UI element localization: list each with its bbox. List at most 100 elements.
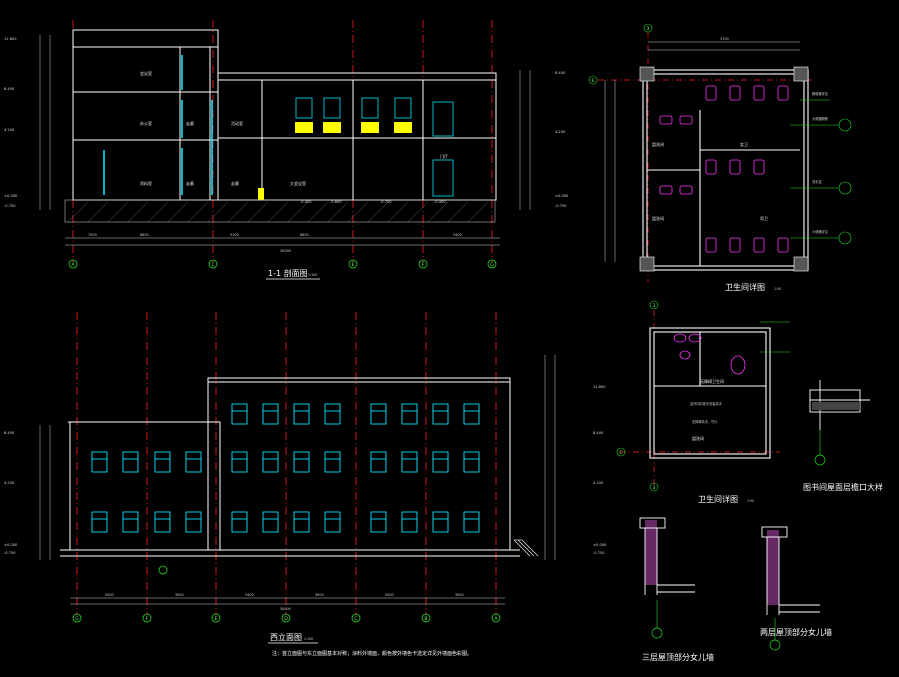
section-dim: 6600 [140,233,149,237]
section-elevation: ±0.000 [555,194,569,198]
elevation-level: 8.400 [593,431,604,435]
elevation-level: 4.200 [593,481,604,485]
section-elevation: 8.400 [4,87,15,91]
toilet1-dim: 3700 [720,37,729,41]
window [122,511,139,533]
parapet3-wall-fill [645,520,657,585]
section-room-label: 活动室 [231,120,243,126]
elevation-dim: 5400 [385,593,394,597]
parapet2-lines [761,526,820,615]
window [154,451,171,473]
sanitary-fixture [753,159,765,175]
toilet1-scale: 1:50 [774,287,781,291]
window [370,511,387,533]
elevation-level: -0.750 [4,551,16,555]
section-yellow-panels [258,122,412,200]
window [432,403,449,425]
section-axis-label: C [211,262,214,268]
sanitary-fixture [659,185,673,195]
sanitary-fixture [753,237,765,253]
toilet2-label: 无障碍扶手，竹片 [692,419,718,424]
section-room-label: 办公室 [140,120,152,126]
section-ground-slab [64,199,496,223]
toilet2-scale: 1:50 [747,499,754,503]
window [91,451,108,473]
section-room-label: 大会议室 [290,180,306,186]
roof-eave-detail: 图书间屋面层檐口大样 [803,380,883,492]
section-elevation: 4.200 [4,128,15,132]
sanitary-fixture [753,85,765,101]
elevation-dim: 3900 [315,593,324,597]
elevation-axis-label: E [215,616,218,622]
section-axis-label: E [352,262,355,268]
section-axis-label: A [71,262,75,268]
elevation-axis-label: D [284,616,288,622]
parapet2-title: 两层屋顶部分女儿墙 [760,627,832,637]
section-elevation: -0.750 [555,204,567,208]
window [324,511,341,533]
toilet2-walls [649,327,771,459]
window [401,511,418,533]
window [231,511,248,533]
section-scale: 1:100 [308,273,317,277]
toilet2-axis-label: C [619,450,622,456]
toilet2-fixtures [673,333,746,375]
elevation-dim: 5400 [105,593,114,597]
elevation-dim: 5400 [245,593,254,597]
toilet1-columns [639,66,809,272]
toilet1-dim-lines [604,41,800,262]
window [324,451,341,473]
window [463,511,480,533]
elevation-scale: 1:100 [304,637,313,641]
window [401,451,418,473]
window [185,451,202,473]
toilet-plan-1: 3 E 3700 盥洗间 女卫 盥洗间 男卫 蹲便器详见 大便器隔断 洗手盆 小… [588,23,852,292]
toilet-plan-2: 3 C 3 无障碍卫生间 盥洗间 由外向内依次安装扶手 无障碍扶手，竹片 卫生间… [616,300,790,504]
elevation-axis-lines [76,312,497,615]
sanitary-fixture [705,85,717,101]
section-dim: 5400 [453,233,462,237]
window [231,403,248,425]
window [324,403,341,425]
section-room-label: 走廊 [186,120,194,126]
parapet3-lines [639,517,695,595]
window [370,451,387,473]
parapet2-wall-fill [767,530,779,605]
elevation-dim: 3900 [175,593,184,597]
toilet2-label: 由外向内依次安装扶手 [690,401,723,406]
elevation-axis-label: A [494,616,498,622]
elevation-level: ±0.000 [4,543,18,547]
elevation-axis-bubbles [72,565,501,623]
sanitary-fixture [705,237,717,253]
roof-eave-slab [812,402,860,410]
elevation-level: 4.200 [4,481,15,485]
elevation-axis-label: G [75,616,79,622]
toilet2-axis-label: 3 [653,303,656,309]
elevation-dimension-lines [39,355,556,605]
toilet1-room: 女卫 [740,141,748,147]
window [463,403,480,425]
section-room-label: 门厅 [440,153,448,159]
section-total-dim: 30000 [280,249,291,253]
toilet2-room: 盥洗间 [692,435,704,441]
toilet1-room: 盥洗间 [652,141,664,147]
section-room-label: 资料室 [140,180,152,186]
elevation-level: ±0.000 [593,543,607,547]
section-1-1: A C E F G 7500 6600 5100 6600 5400 30000… [4,20,569,280]
window [401,403,418,425]
toilet1-label: 蹲便器详见 [812,91,829,96]
window [432,511,449,533]
elevation-windows [91,403,480,533]
section-room-label: 走廊 [186,180,194,186]
sanitary-fixture [729,237,741,253]
section-room-label: 走廊 [231,180,239,186]
roof-eave-title: 图书间屋面层檐口大样 [803,482,883,492]
section-elevation: ±0.000 [4,194,18,198]
toilet1-title: 卫生间详图 [725,282,765,292]
section-dim: 5100 [230,233,239,237]
elevation-level: 8.400 [4,431,15,435]
elevation-note: 注：首立面图与东立面图基本对称；涂料外墙面，颜色按外墙色卡选定详见外墙面色彩图。 [272,650,472,657]
parapet-detail-2: 两层屋顶部分女儿墙 [760,526,832,651]
